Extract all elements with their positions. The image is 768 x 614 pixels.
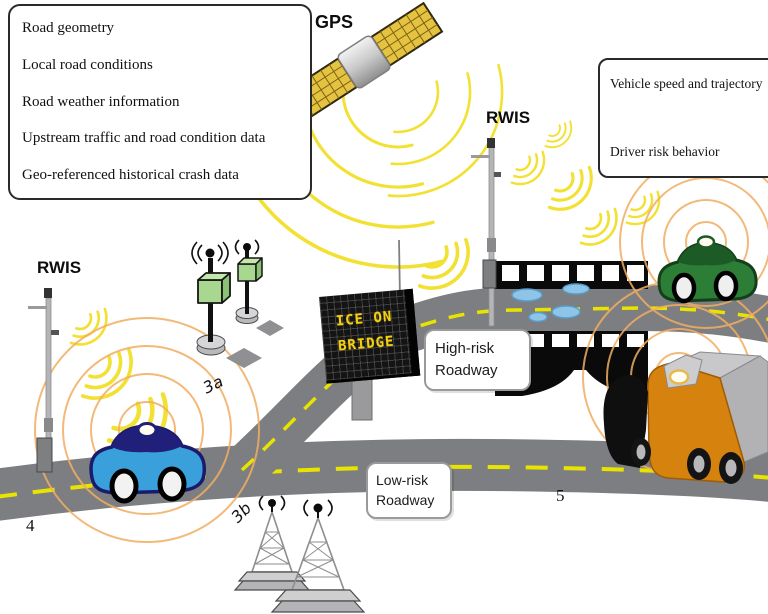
info-item: Upstream traffic and road condition data [22, 130, 266, 147]
connected-car-blue-icon [89, 422, 207, 504]
high-risk-line2: Roadway [435, 361, 498, 379]
roadside-unit-icons [191, 239, 284, 368]
rwis-station-right-icon [471, 138, 501, 327]
gps-label: GPS [315, 12, 354, 32]
low-risk-line2: Roadway [376, 492, 435, 509]
gps-satellite-icon [284, 1, 444, 123]
high-risk-line1: High-risk [435, 340, 495, 357]
rwis-left-label: RWIS [37, 258, 82, 277]
road-data-info-box: Road geometry Local road conditions Road… [8, 4, 312, 200]
info-item: Road weather information [22, 93, 180, 110]
low-risk-roadway-label: Low-risk Roadway [366, 462, 452, 519]
info-item: Driver risk behavior [610, 144, 720, 159]
info-item: Geo-referenced historical crash data [22, 167, 239, 183]
info-item: Vehicle speed and trajectory [610, 76, 763, 91]
snowplow-truck-icon [603, 351, 768, 484]
marker-5: 5 [556, 486, 565, 505]
vehicle-signal-rings [34, 155, 768, 543]
info-item: Road geometry [22, 20, 115, 36]
rwis-right-label: RWIS [486, 108, 531, 127]
radio-tower-icons [233, 495, 366, 613]
high-risk-road [219, 284, 768, 493]
bridge-icon [495, 261, 648, 396]
high-risk-roadway-label: High-risk Roadway [424, 329, 531, 391]
info-item: Local road conditions [22, 56, 153, 73]
driver-data-info-box: Vehicle speed and trajectory Driver risk… [598, 58, 768, 178]
connected-car-green-icon [657, 235, 758, 304]
low-risk-line1: Low-risk [376, 472, 429, 488]
rwis-station-left-icon [28, 288, 59, 473]
marker-4: 4 [26, 516, 35, 535]
ice-patch-icons [511, 283, 590, 323]
variable-message-sign: ICE ON BRIDGE [319, 288, 421, 384]
